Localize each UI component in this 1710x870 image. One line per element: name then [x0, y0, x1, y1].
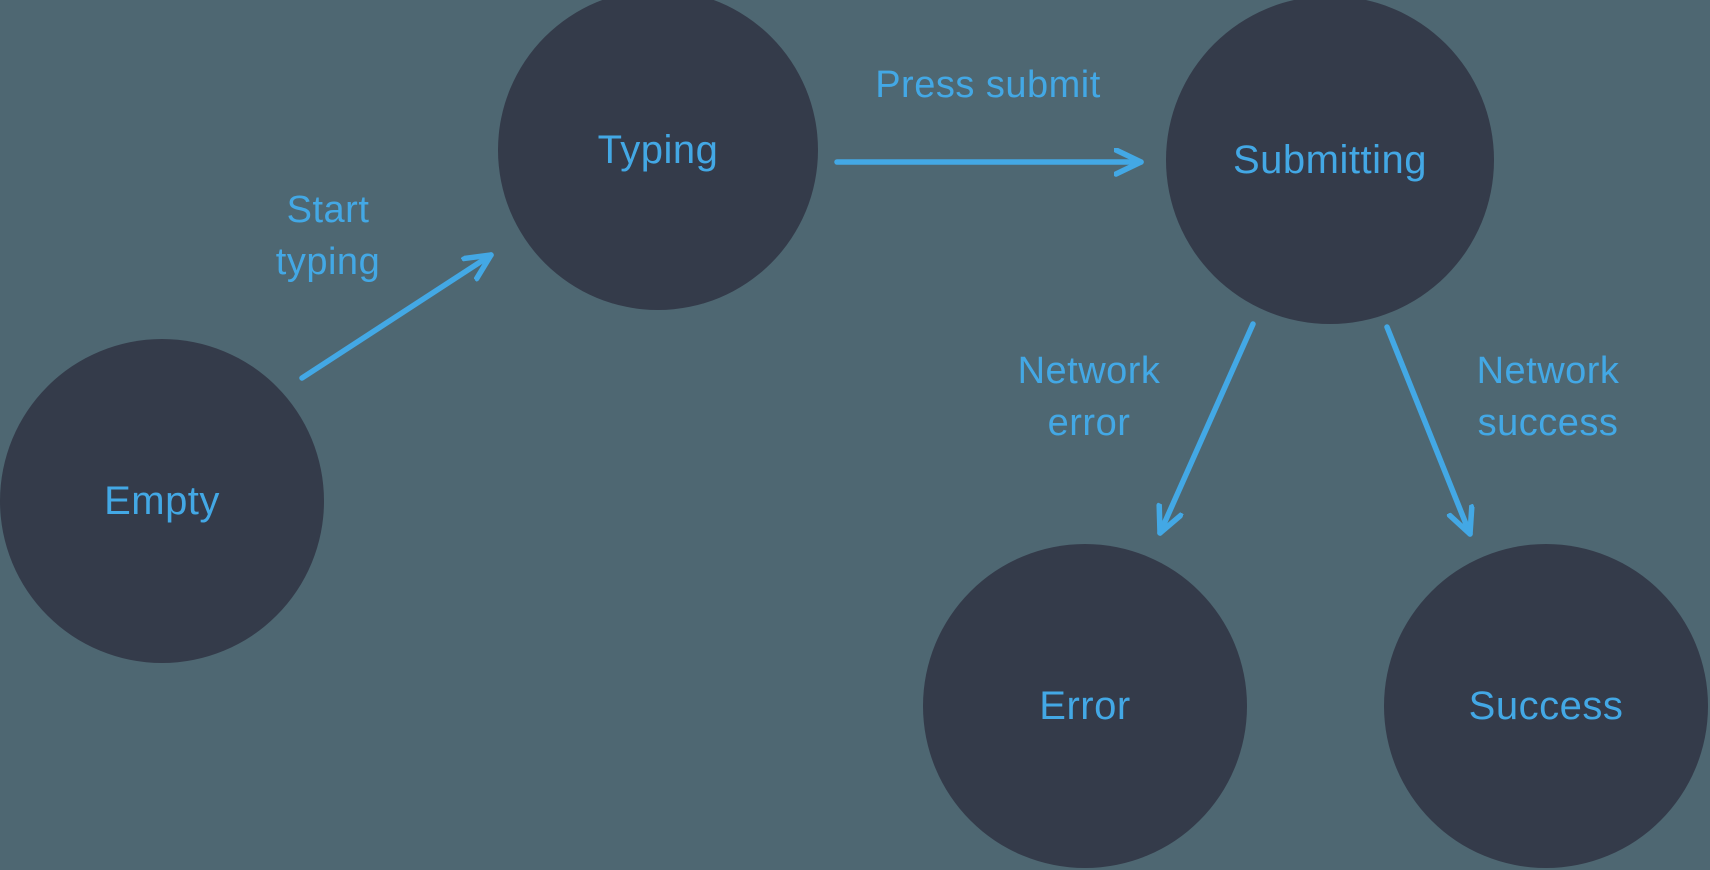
edge-submitting-to-error-arrow: [1160, 321, 1256, 536]
node-success-label: Success: [1468, 683, 1624, 728]
node-submitting: Submitting: [1166, 0, 1494, 324]
node-typing-label: Typing: [597, 127, 719, 172]
edge-submitting-to-success-arrow: [1384, 324, 1470, 537]
node-typing: Typing: [498, 0, 818, 310]
node-empty-label: Empty: [104, 478, 220, 523]
edge-empty-to-typing-arrow: [299, 255, 494, 381]
node-error: Error: [923, 544, 1247, 868]
node-success: Success: [1384, 544, 1708, 868]
node-error-label: Error: [1039, 683, 1131, 728]
node-submitting-label: Submitting: [1233, 137, 1427, 182]
edge-label-network-error: Network error: [1017, 350, 1161, 444]
edge-label-start-typing: Start typing: [275, 189, 381, 283]
node-empty: Empty: [0, 339, 324, 663]
edge-label-press-submit: Press submit: [875, 64, 1101, 106]
edge-label-network-success: Network success: [1476, 350, 1620, 444]
